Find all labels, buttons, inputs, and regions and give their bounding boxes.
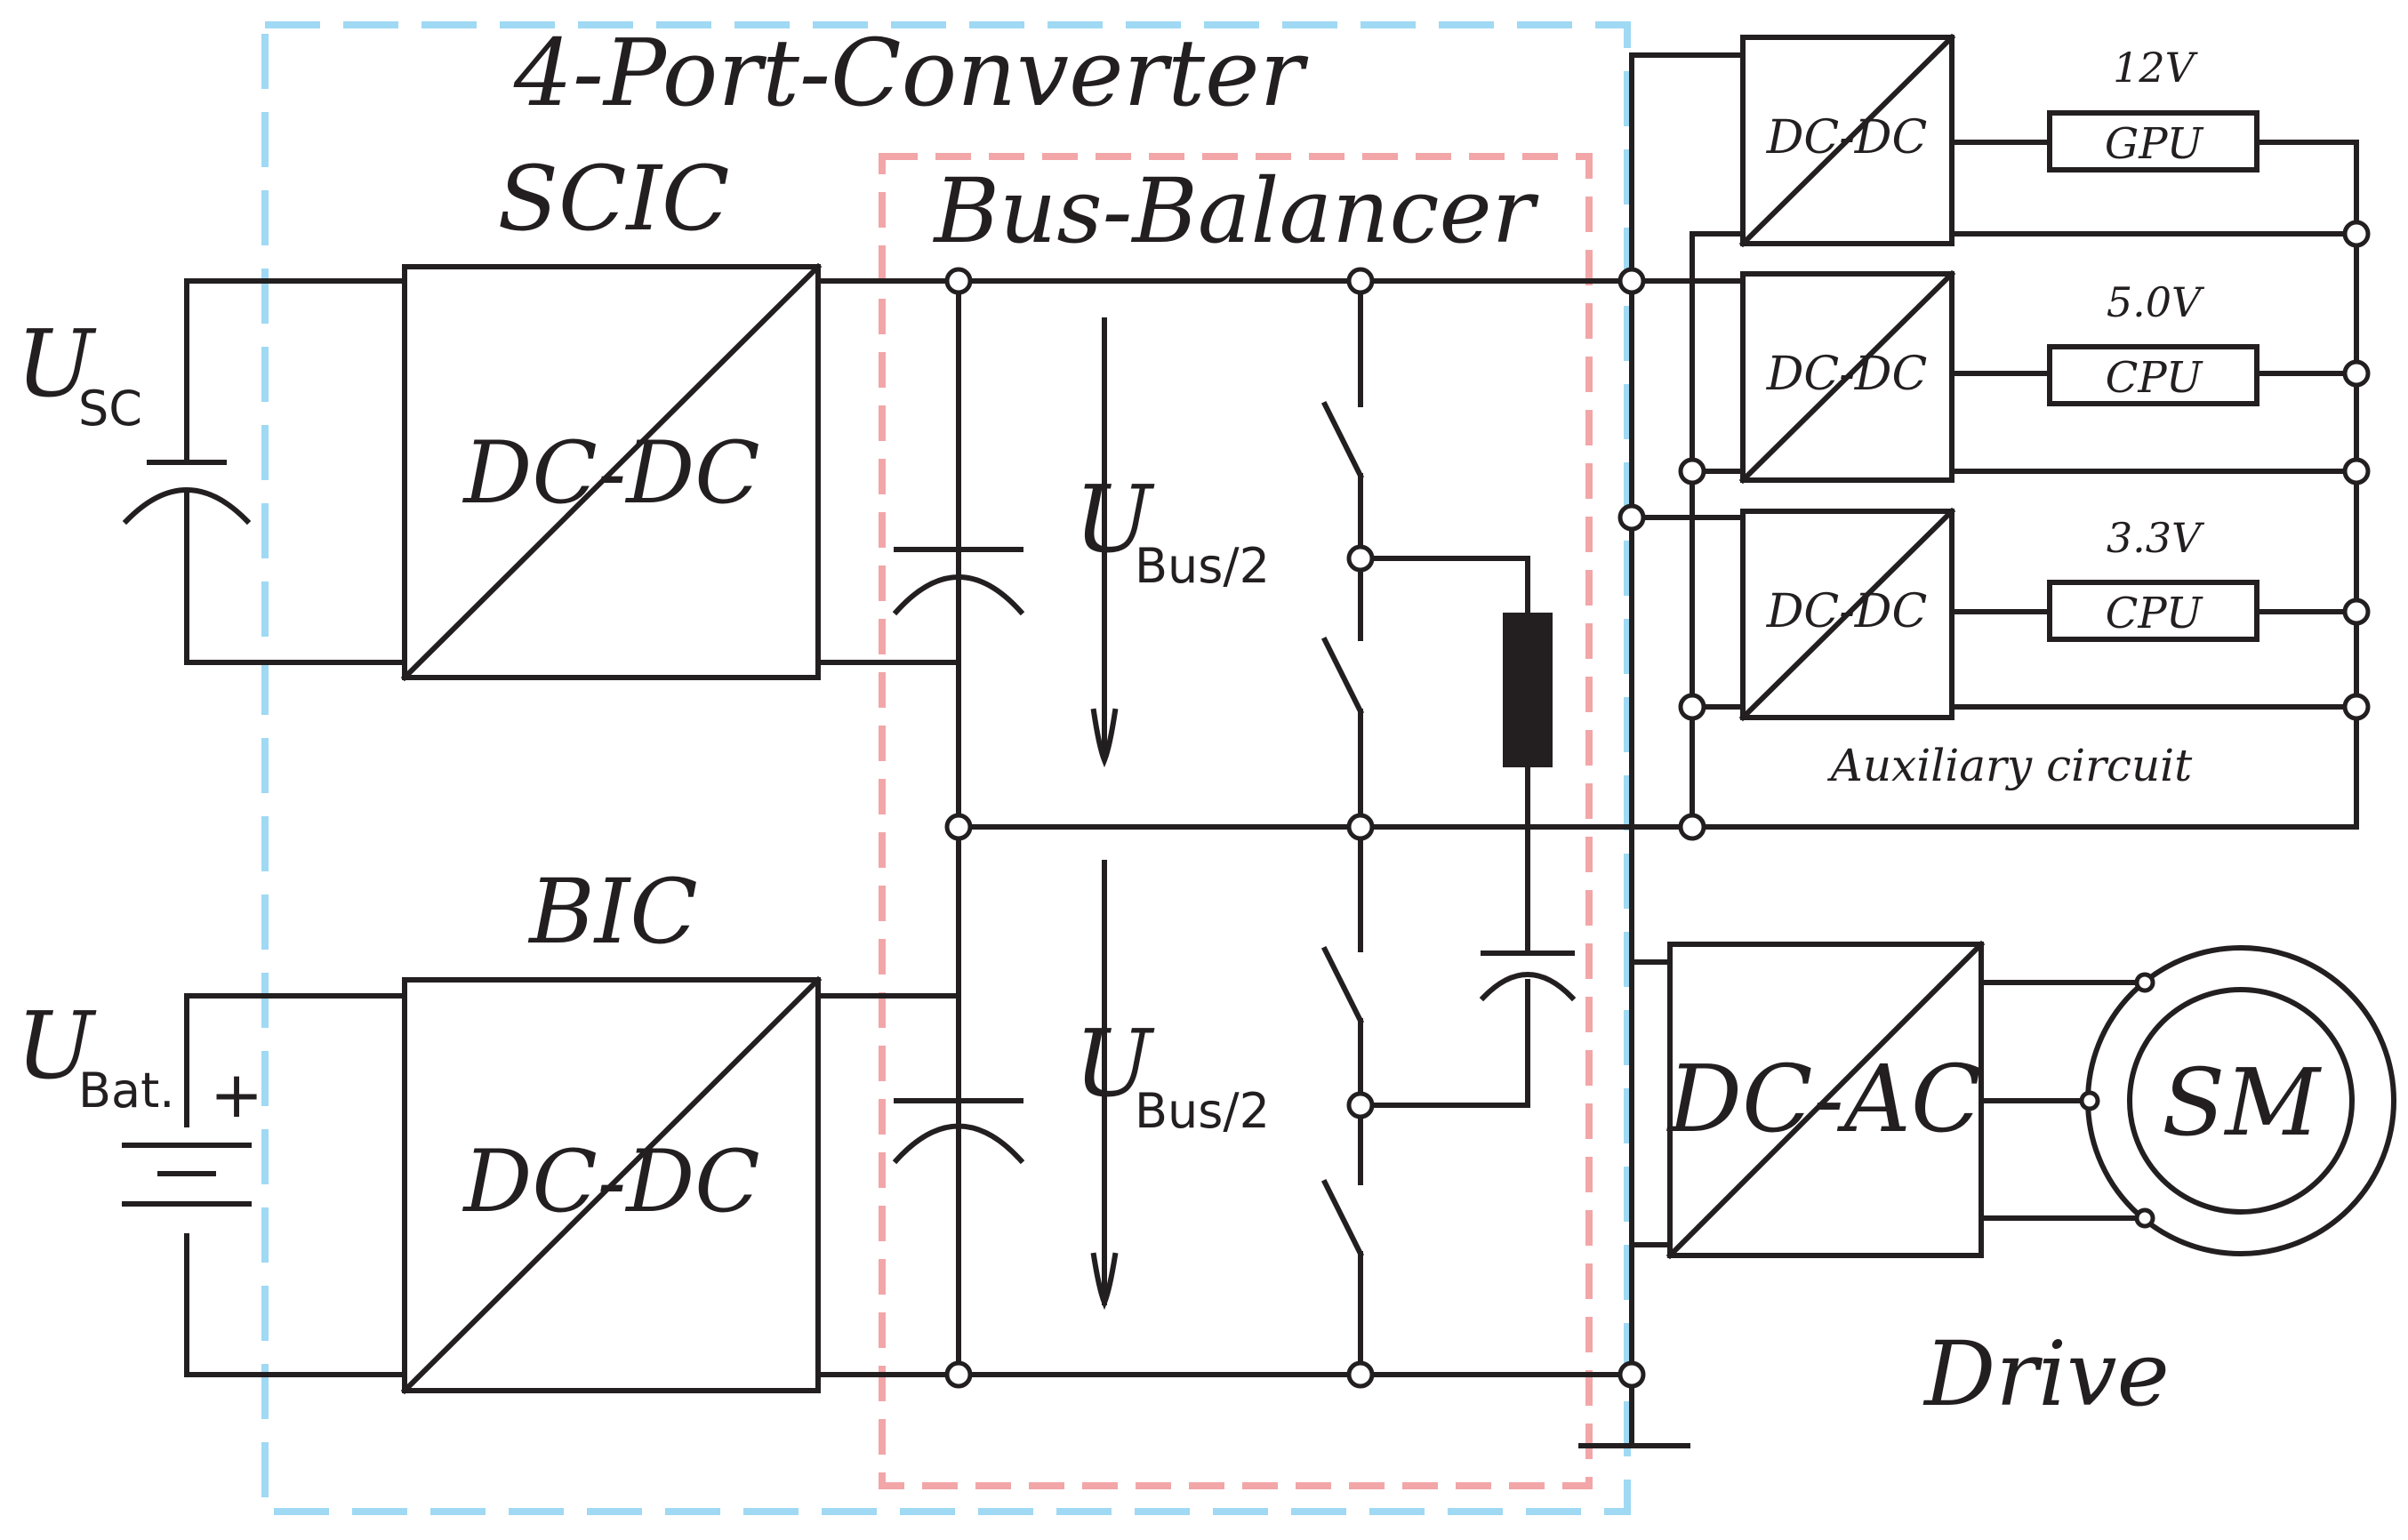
bus-capacitors xyxy=(892,547,1025,1165)
u-bat-symbol: U xyxy=(16,991,97,1100)
aux-dcdc-block-3: DC-DC xyxy=(1738,507,1956,722)
balancer-inductor xyxy=(1503,613,1553,767)
aux-load-voltage-2: 5.0V xyxy=(2107,278,2205,326)
u-bus-lower-subscript: Bus/2 xyxy=(1135,1083,1270,1139)
bus-balancer-title: Bus-Balancer xyxy=(932,159,1538,263)
aux-load-voltage-3: 3.3V xyxy=(2107,514,2205,562)
aux-load-3: CPU 3.3V xyxy=(2047,514,2260,642)
u-bat-subscript: Bat. xyxy=(78,1063,174,1119)
bic-title: BIC xyxy=(527,860,698,964)
synchronous-motor: SM xyxy=(2085,945,2396,1256)
auxiliary-title: Auxiliary circuit xyxy=(1827,740,2193,791)
aux-load-voltage-1: 12V xyxy=(2113,44,2199,92)
bic-dcdc-block: DC-DC xyxy=(400,975,823,1395)
four-port-converter-region xyxy=(261,21,1631,1515)
drive-wiring xyxy=(1629,959,2147,1247)
motor-label: SM xyxy=(2162,1048,2322,1157)
bus-balancer-region xyxy=(879,153,1593,1489)
u-sc-symbol: U xyxy=(16,309,97,418)
drive-title: Drive xyxy=(1922,1322,2170,1426)
dcac-drive-block: DC-AC xyxy=(1666,940,1986,1260)
balancer-lc-branch xyxy=(1358,556,1577,1108)
scic-dcdc-label: DC-DC xyxy=(462,423,759,523)
aux-load-name-1: GPU xyxy=(2105,119,2204,169)
u-bus-lower-symbol: U xyxy=(1074,1009,1155,1118)
aux-dcdc-block-2: DC-DC xyxy=(1738,269,1956,485)
bus-voltage-arrows xyxy=(1090,317,1119,1311)
aux-load-name-2: CPU xyxy=(2106,353,2203,403)
scic-title: SCIC xyxy=(497,147,729,251)
aux-dcdc-block-1: DC-DC xyxy=(1738,33,1956,248)
aux-dcdc-label-1: DC-DC xyxy=(1766,111,1928,164)
u-sc-subscript: SC xyxy=(78,381,142,437)
aux-load-name-3: CPU xyxy=(2106,589,2203,638)
converter-title: 4-Port-Converter xyxy=(513,19,1309,127)
dcac-label: DC-AC xyxy=(1666,1045,1982,1153)
u-bus-upper-subscript: Bus/2 xyxy=(1135,538,1270,594)
bic-dcdc-label: DC-DC xyxy=(462,1132,759,1231)
junction-nodes xyxy=(944,220,2371,1389)
aux-load-2: CPU 5.0V xyxy=(2047,278,2260,406)
battery-plus-sign: + xyxy=(210,1057,263,1132)
scic-dcdc-block: DC-DC xyxy=(400,262,823,682)
battery-source xyxy=(122,993,407,1377)
supercapacitor-source xyxy=(122,278,407,665)
bus-wires xyxy=(815,52,1692,1448)
aux-dcdc-label-3: DC-DC xyxy=(1766,585,1928,638)
u-bus-upper-symbol: U xyxy=(1074,465,1155,573)
aux-load-1: GPU 12V xyxy=(2047,44,2260,172)
converter-output-wires xyxy=(815,660,961,999)
aux-dcdc-label-2: DC-DC xyxy=(1766,348,1928,401)
